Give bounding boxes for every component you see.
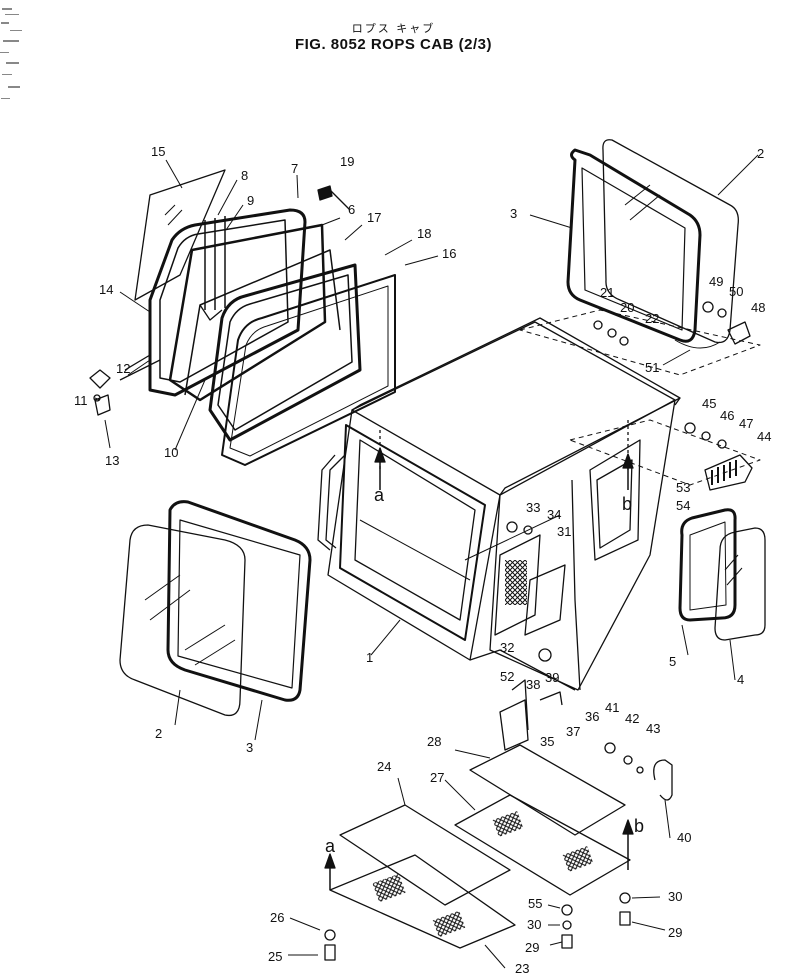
callout-9: 9 [247, 193, 254, 208]
callout-45: 45 [702, 396, 716, 411]
callout-27: 27 [430, 770, 444, 785]
callout-3: 3 [510, 206, 517, 221]
latch-parts [89, 354, 161, 416]
callout-25: 25 [268, 949, 282, 964]
view-letter-a: a [374, 485, 385, 505]
callout-52: 52 [500, 669, 514, 684]
callout-54: 54 [676, 498, 690, 513]
callout-4: 4 [737, 672, 744, 687]
callout-33: 33 [526, 500, 540, 515]
callout-28: 28 [427, 734, 441, 749]
callout-7: 7 [291, 161, 298, 176]
door-glass-15 [134, 169, 226, 301]
callout-30: 30 [668, 889, 682, 904]
side-plate-32 [494, 521, 566, 636]
floor-mat-28 [469, 744, 626, 836]
floor-plate-23 [329, 854, 516, 949]
callout-36: 36 [585, 709, 599, 724]
callout-16: 16 [442, 246, 456, 261]
callout-39: 39 [545, 670, 559, 685]
callout-10: 10 [164, 445, 178, 460]
floor-plate-27 [454, 794, 631, 896]
floor-fasteners [324, 892, 631, 961]
callout-41: 41 [605, 700, 619, 715]
view-letter-b: b [622, 494, 632, 514]
vent-44 [704, 454, 753, 491]
callout-23: 23 [515, 961, 529, 976]
figure-title: FIG. 8052 ROPS CAB (2/3) [294, 36, 493, 53]
rear-hardware [593, 301, 751, 349]
callout-18: 18 [417, 226, 431, 241]
callout-26: 26 [270, 910, 284, 925]
scan-noise [0, 8, 22, 99]
bolt-19 [317, 185, 351, 211]
callout-6: 6 [348, 202, 355, 217]
callout-21: 21 [600, 285, 614, 300]
rear-seal-3 [566, 148, 702, 343]
callout-46: 46 [720, 408, 734, 423]
leader-lines [94, 154, 759, 969]
callout-35: 35 [540, 734, 554, 749]
front-glass-2 [119, 524, 246, 717]
callout-47: 47 [739, 416, 753, 431]
figure-subtitle-jp: ロプス キャブ [351, 22, 436, 35]
side-window-5 [678, 508, 737, 622]
callout-2: 2 [155, 726, 162, 741]
callout-12: 12 [116, 361, 130, 376]
callout-29: 29 [668, 925, 682, 940]
side-glass-4 [714, 527, 766, 641]
callout-34: 34 [547, 507, 561, 522]
callout-29: 29 [525, 940, 539, 955]
front-seal-3 [166, 500, 312, 702]
view-letter-b-floor: b [634, 816, 644, 836]
callout-37: 37 [566, 724, 580, 739]
view-arrow-b-floor [622, 819, 634, 870]
callout-40: 40 [677, 830, 691, 845]
view-letter-a-floor: a [325, 836, 336, 856]
callout-5: 5 [669, 654, 676, 669]
cab-body [317, 317, 681, 691]
floor-mat-24 [339, 804, 511, 906]
callout-24: 24 [377, 759, 391, 774]
view-arrow-a [374, 447, 386, 490]
callout-43: 43 [646, 721, 660, 736]
callout-31: 31 [557, 524, 571, 539]
callout-8: 8 [241, 168, 248, 183]
callout-55: 55 [528, 896, 542, 911]
callout-48: 48 [751, 300, 765, 315]
callout-17: 17 [367, 210, 381, 225]
callout-2: 2 [757, 146, 764, 161]
view-letters: a b a b [325, 485, 644, 856]
callout-38: 38 [526, 677, 540, 692]
side-hardware [604, 422, 727, 801]
callout-51: 51 [645, 360, 659, 375]
callout-1: 1 [366, 650, 373, 665]
callout-15: 15 [151, 144, 165, 159]
callout-labels: 1 2 2 3 3 4 5 6 7 8 9 10 11 12 13 14 15 … [74, 144, 771, 976]
callout-22: 22 [645, 311, 659, 326]
callout-14: 14 [99, 282, 113, 297]
bracket-52 [499, 648, 563, 751]
callout-13: 13 [105, 453, 119, 468]
door-frames [148, 208, 396, 466]
callout-49: 49 [709, 274, 723, 289]
callout-53: 53 [676, 480, 690, 495]
callout-50: 50 [729, 284, 743, 299]
callout-30: 30 [527, 917, 541, 932]
callout-32: 32 [500, 640, 514, 655]
callout-19: 19 [340, 154, 354, 169]
view-arrow-a-floor [324, 853, 336, 890]
callout-11: 11 [74, 393, 88, 408]
callout-44: 44 [757, 429, 771, 444]
callout-3: 3 [246, 740, 253, 755]
callout-20: 20 [620, 300, 634, 315]
callout-42: 42 [625, 711, 639, 726]
